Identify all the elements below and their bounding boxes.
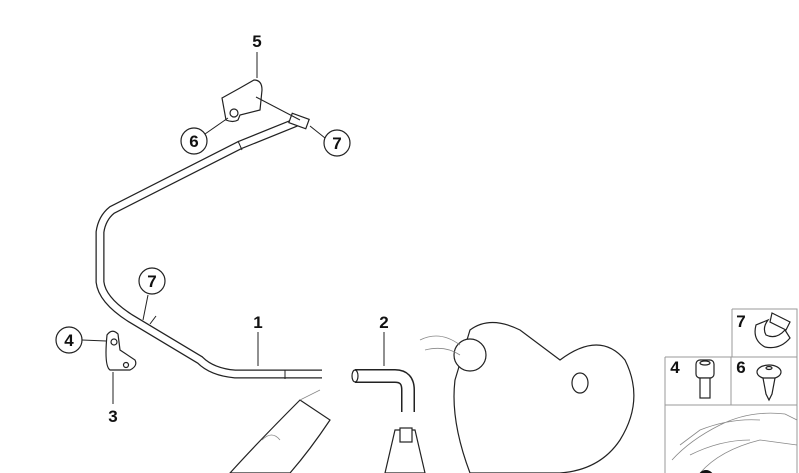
legend-7: 7 <box>736 312 745 331</box>
legend-panel: 7 4 6 <box>664 308 798 473</box>
socket-bolt-icon <box>695 359 715 399</box>
legend-4: 4 <box>670 358 680 377</box>
label-3: 3 <box>108 407 117 426</box>
label-2: 2 <box>379 313 388 332</box>
bracket-bottom <box>105 330 137 371</box>
legend-6: 6 <box>736 358 745 377</box>
label-7-top: 7 <box>332 134 341 153</box>
label-7-mid: 7 <box>147 272 156 291</box>
clip-icon <box>754 312 791 349</box>
vacuum-pump <box>229 321 635 473</box>
label-1: 1 <box>253 313 262 332</box>
label-4: 4 <box>64 331 74 350</box>
label-6-top: 6 <box>189 132 198 151</box>
label-5: 5 <box>252 32 261 51</box>
car-silhouette <box>671 412 798 473</box>
self-tapping-screw-icon <box>756 364 782 402</box>
bracket-top <box>221 79 263 123</box>
vacuum-pipe <box>95 112 322 379</box>
